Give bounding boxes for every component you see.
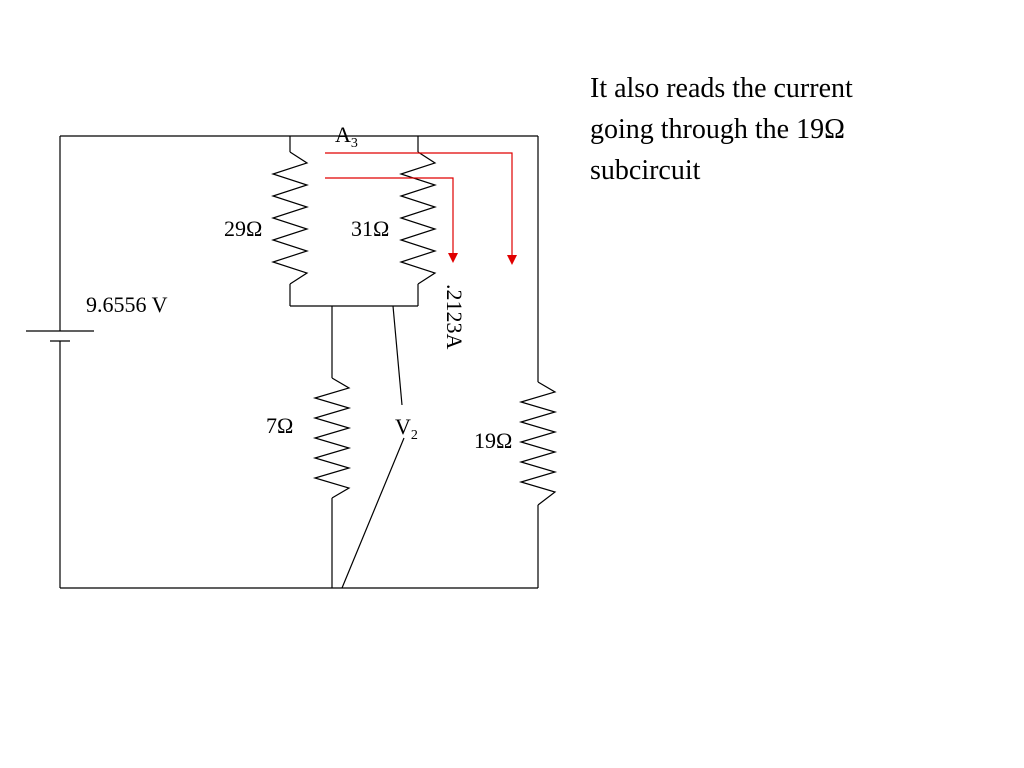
caption-line-3: subcircuit (590, 155, 701, 186)
ammeter-label-subscript: 3 (351, 136, 358, 151)
caption-line-1: It also reads the current (590, 73, 853, 104)
wires (59, 135, 539, 589)
probe-line-outer (325, 152, 513, 256)
r31-label: 31Ω (351, 216, 389, 241)
r19-label: 19Ω (474, 428, 512, 453)
battery-voltage-label: 9.6556 V (86, 292, 168, 317)
probe-arrow-inner (448, 253, 458, 263)
battery (26, 330, 94, 342)
resistors (271, 151, 558, 506)
ammeter-label-main: A (335, 122, 351, 147)
r7-label: 7Ω (266, 413, 293, 438)
probe-arrow-outer (507, 255, 517, 265)
resistor-19-ohm (518, 381, 558, 506)
voltmeter-label-main: V (395, 414, 411, 439)
current-reading-label: .2123A (442, 284, 467, 350)
voltmeter-label-subscript: 2 (411, 428, 418, 443)
slide-caption: It also reads the current going through … (590, 68, 1010, 191)
caption-line-2: going through the 19Ω (590, 114, 845, 145)
resistor-7-ohm (312, 377, 352, 499)
voltmeter-label: V2 (395, 414, 418, 443)
probe-line-inner (325, 177, 454, 254)
resistor-29-ohm (271, 151, 309, 285)
ammeter-label: A3 (335, 122, 358, 151)
labels: 9.6556 V 29Ω 31Ω 7Ω 19Ω A3 V2 .2123A (86, 122, 512, 453)
voltmeter-lead-lower (341, 437, 405, 589)
ammeter-probe-lines (325, 152, 517, 265)
r29-label: 29Ω (224, 216, 262, 241)
voltmeter-lead-upper (392, 305, 403, 406)
resistor-31-ohm (399, 151, 437, 285)
